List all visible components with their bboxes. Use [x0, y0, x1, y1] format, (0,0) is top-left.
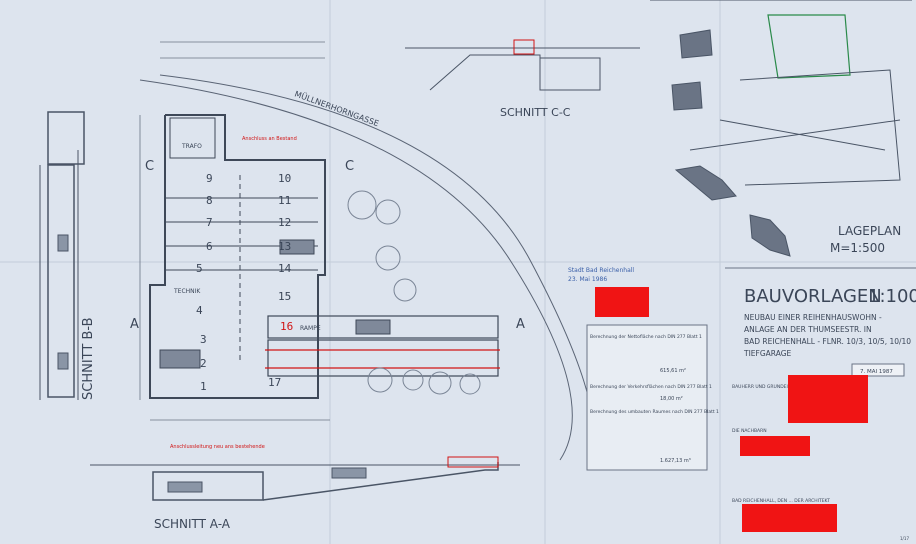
- approval-stamp: Stadt Bad Reichenhall 23. Mai 1986: [568, 267, 634, 283]
- section-cc-label: SCHNITT C-C: [500, 106, 571, 119]
- parking-11: 11: [278, 194, 291, 207]
- svg-text:BAD REICHENHALL - FLNR. 10/3,: BAD REICHENHALL - FLNR. 10/3, 10/5, 10/1…: [744, 337, 911, 346]
- svg-text:DIE NACHBARN: DIE NACHBARN: [732, 428, 767, 434]
- svg-text:ANLAGE AN DER THUMSEESTR. IN: ANLAGE AN DER THUMSEESTR. IN: [744, 325, 872, 334]
- parking-13: 13: [278, 240, 291, 253]
- parking-3: 3: [200, 333, 207, 346]
- svg-text:BAD REICHENHALL, DEN ... DER A: BAD REICHENHALL, DEN ... DER ARCHITEKT: [732, 498, 830, 504]
- parking-16: 16: [280, 320, 293, 333]
- annotation-bottom: Anschlussleitung neu ans bestehende: [170, 444, 265, 450]
- svg-text:Berechnung der Verkehrsflächen: Berechnung der Verkehrsflächen nach DIN …: [590, 384, 712, 390]
- svg-text:23. Mai 1986: 23. Mai 1986: [568, 276, 607, 283]
- cut-marker-a-right: A: [516, 317, 525, 332]
- svg-text:Berechnung des umbauten Raumes: Berechnung des umbauten Raumes nach DIN …: [590, 409, 719, 415]
- site-plan-scale: M=1:500: [830, 241, 885, 255]
- cut-marker-c-right: C: [345, 159, 354, 174]
- parking-9: 9: [206, 172, 213, 185]
- street-curves: [139, 74, 595, 461]
- section-bb: [39, 111, 85, 400]
- svg-text:18,00 m²: 18,00 m²: [660, 396, 683, 402]
- svg-text:Stadt Bad Reichenhall: Stadt Bad Reichenhall: [568, 267, 634, 274]
- room-trafo: TRAFO: [181, 143, 202, 150]
- cut-marker-c-left: C: [145, 159, 154, 174]
- parking-1: 1: [200, 380, 207, 393]
- redaction-owner: [788, 375, 868, 423]
- parking-10: 10: [278, 172, 291, 185]
- ramp-label: RAMPE: [300, 325, 321, 332]
- redaction-neighbor: [740, 436, 810, 456]
- parking-2: 2: [200, 357, 207, 370]
- trees: [347, 190, 481, 395]
- title-block: BAUVORLAGEN 1:100 NEUBAU EINER REIHENHAU…: [725, 267, 916, 541]
- svg-text:615,61 m²: 615,61 m²: [660, 368, 686, 374]
- section-bb-label: SCHNITT B-B: [81, 317, 96, 400]
- section-aa-label: SCHNITT A-A: [154, 517, 231, 531]
- redaction-stamp: [595, 287, 649, 317]
- site-plan: [650, 0, 912, 257]
- parking-numbers: 1 2 3 4 5 6 7 8 9 10 11 12 13 14 15 16 1…: [196, 172, 293, 393]
- parking-17: 17: [268, 376, 281, 389]
- parking-12: 12: [278, 216, 291, 229]
- redaction-architect: [742, 504, 837, 532]
- dimension-lines: [139, 41, 330, 421]
- svg-text:7. MAI 1987: 7. MAI 1987: [860, 369, 893, 375]
- svg-text:TIEFGARAGE: TIEFGARAGE: [743, 349, 792, 358]
- parking-6: 6: [206, 240, 213, 253]
- parking-4: 4: [196, 304, 203, 317]
- annotation-top: Anschluss an Bestand: [242, 136, 297, 142]
- section-aa: [90, 456, 520, 501]
- room-technik: TECHNIK: [173, 288, 201, 295]
- svg-text:1.627,13 m³: 1.627,13 m³: [660, 458, 691, 464]
- section-cc: [405, 39, 640, 91]
- street-label: MÜLLNERHORNGASSE: [293, 88, 380, 128]
- floor-plan: [149, 114, 500, 399]
- svg-text:BAUHERR UND GRUNDEIGENTÜMER: BAUHERR UND GRUNDEIGENTÜMER: [732, 383, 813, 390]
- svg-text:BAUVORLAGEN: BAUVORLAGEN: [744, 286, 882, 307]
- svg-text:Berechnung der Nettofläche nac: Berechnung der Nettofläche nach DIN 277 …: [590, 334, 702, 340]
- cut-marker-a-left: A: [130, 317, 139, 332]
- calculation-table: Berechnung der Nettofläche nach DIN 277 …: [586, 324, 719, 471]
- site-plan-title: LAGEPLAN: [838, 224, 901, 238]
- svg-text:NEUBAU EINER REIHENHAUSWOHN -: NEUBAU EINER REIHENHAUSWOHN -: [744, 313, 882, 322]
- parking-7: 7: [206, 216, 213, 229]
- svg-text:1:100: 1:100: [868, 286, 916, 307]
- parking-5: 5: [196, 262, 203, 275]
- parking-8: 8: [206, 194, 213, 207]
- parking-15: 15: [278, 290, 291, 303]
- svg-text:1/17: 1/17: [900, 536, 909, 541]
- parking-14: 14: [278, 262, 292, 275]
